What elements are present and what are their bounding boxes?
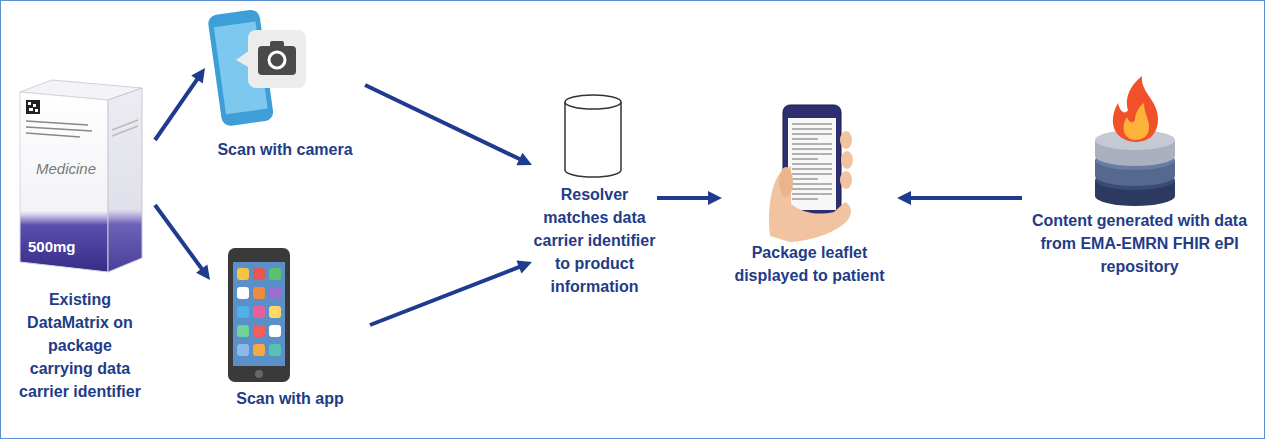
database-cylinder (565, 95, 621, 177)
app-tile (237, 325, 249, 337)
app-tile (253, 268, 265, 280)
app-tile (237, 306, 249, 318)
leaflet-line (792, 153, 832, 155)
app-tile (253, 325, 265, 337)
arrow-head (516, 153, 532, 166)
medicine-package (20, 80, 142, 272)
icon-node: Existing DataMatrix on package carrying … (5, 85, 155, 403)
app-tile (269, 287, 281, 299)
arrow-line (657, 196, 710, 200)
app-phone-icon (228, 248, 290, 382)
leaflet-line (792, 188, 832, 190)
icon-node: Scan with app (210, 245, 370, 410)
leaflet-line (792, 133, 832, 135)
icon-node: Scan with camera (205, 5, 365, 161)
leaflet-line (792, 148, 832, 150)
leaflet-line (792, 158, 818, 160)
leaflet-line (792, 173, 832, 175)
leaflet-line (792, 193, 832, 195)
leaflet-line (792, 123, 832, 125)
flow-arrow (657, 191, 722, 205)
hand-phone-icon (769, 105, 853, 242)
flow-arrow (897, 191, 1022, 205)
icon-node: Resolver matches data carrier identifier… (532, 92, 657, 298)
app-tile (237, 344, 249, 356)
leaflet-line (792, 138, 818, 140)
camera-phone-icon (207, 9, 306, 127)
arrow-line (155, 78, 198, 140)
flow-arrow (370, 261, 532, 325)
app-tile (237, 268, 249, 280)
app-tile (269, 325, 281, 337)
arrow-line (155, 205, 203, 270)
app-tile (253, 306, 265, 318)
fhir-database-icon (1095, 76, 1175, 206)
app-tile (269, 344, 281, 356)
arrow-head (516, 261, 532, 274)
arrow-head (196, 265, 210, 280)
arrow-line (909, 196, 1022, 200)
arrow-line (365, 85, 521, 160)
node-label: Scan with app (210, 387, 370, 410)
node-label: Scan with camera (205, 138, 365, 161)
leaflet-line (792, 183, 832, 185)
flow-arrow (365, 85, 532, 165)
icon-node: Package leaflet displayed to patient (722, 100, 897, 287)
app-tile (237, 287, 249, 299)
arrow-line (370, 266, 521, 325)
arrow-head (897, 191, 911, 205)
leaflet-line (792, 128, 832, 130)
arrow-head (191, 68, 205, 83)
app-tile (253, 344, 265, 356)
icon-node: Content generated with data from EMA-EMR… (1022, 70, 1257, 278)
flow-arrow (155, 68, 205, 140)
leaflet-line (792, 143, 832, 145)
leaflet-line (792, 163, 832, 165)
app-tile (253, 287, 265, 299)
app-tile (269, 268, 281, 280)
node-label: Content generated with data from EMA-EMR… (1022, 209, 1257, 278)
leaflet-line (792, 178, 818, 180)
package-print: Medicine (36, 160, 96, 177)
arrow-head (708, 191, 722, 205)
node-label: Resolver matches data carrier identifier… (532, 183, 657, 298)
app-tile (269, 306, 281, 318)
flow-arrow (155, 205, 210, 280)
node-label: Package leaflet displayed to patient (722, 241, 897, 287)
leaflet-line (792, 198, 818, 200)
package-print: 500mg (28, 238, 76, 255)
leaflet-line (792, 168, 832, 170)
node-label: Existing DataMatrix on package carrying … (15, 288, 145, 403)
